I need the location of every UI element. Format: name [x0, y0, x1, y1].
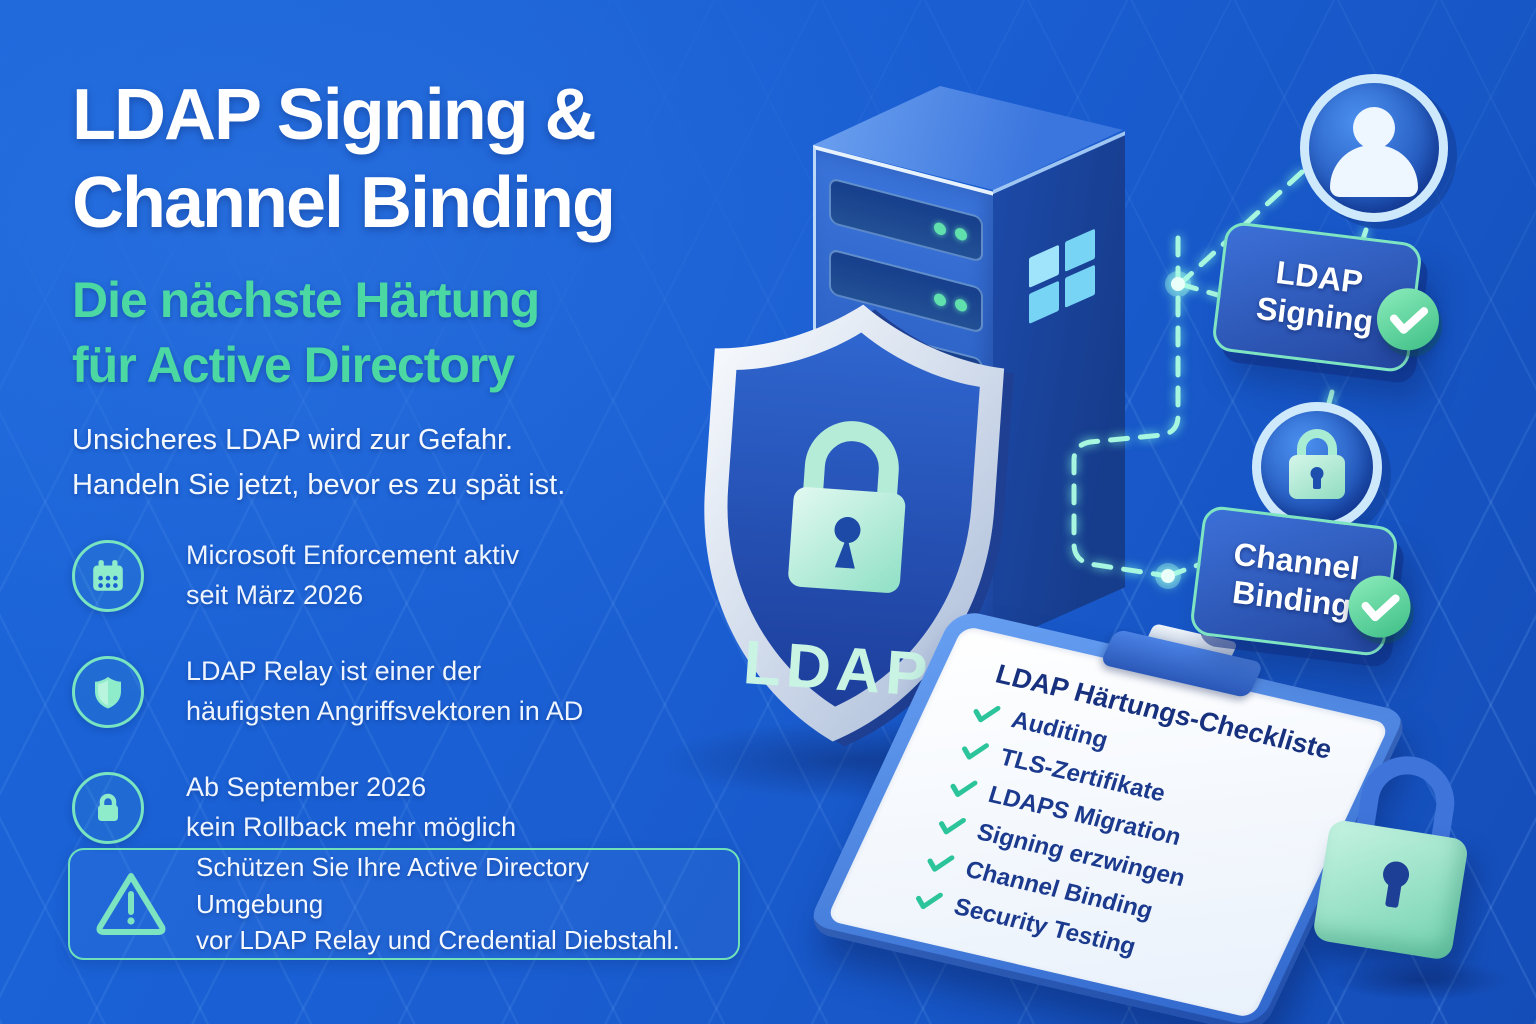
bullet-text: Microsoft Enforcement aktiv seit März 20…	[186, 536, 519, 616]
checkmark-icon	[1344, 572, 1415, 642]
checklist-item: Channel Binding	[923, 847, 1296, 958]
page-title: LDAP Signing & Channel Binding	[72, 72, 616, 248]
key-facts-list: Microsoft Enforcement aktiv seit März 20…	[72, 536, 583, 884]
lock-icon	[1297, 429, 1337, 461]
checklist-item: Security Testing	[911, 884, 1284, 995]
padlock-icon	[1311, 745, 1490, 966]
bullet-line: kein Rollback mehr möglich	[186, 811, 517, 842]
hardening-checklist-clipboard: LDAP Härtungs-Checkliste Auditing TLS-Ze…	[804, 608, 1412, 1024]
bullet-text: Ab September 2026 kein Rollback mehr mög…	[186, 768, 516, 848]
title-line-1: LDAP Signing &	[72, 75, 597, 155]
checklist-item: TLS-Zertifikate	[958, 735, 1331, 846]
shield-label: LDAP	[741, 628, 934, 710]
user-avatar	[1300, 74, 1448, 222]
badge-label: LDAP Signing	[1254, 252, 1380, 341]
page-subtitle: Die nächste Härtung für Active Directory	[72, 268, 540, 398]
intro-line-1: Unsicheres LDAP wird zur Gefahr.	[72, 424, 514, 456]
list-item: Microsoft Enforcement aktiv seit März 20…	[72, 536, 583, 616]
channel-binding-badge: Channel Binding	[1188, 504, 1415, 658]
bullet-line: Microsoft Enforcement aktiv	[186, 540, 520, 570]
glow-node	[1155, 271, 1191, 589]
avatar-head	[1353, 107, 1395, 149]
warning-text: Schützen Sie Ihre Active Directory Umgeb…	[196, 849, 718, 960]
lock-icon	[72, 771, 144, 844]
server-drive-bay	[829, 177, 983, 263]
padlock-floor-shadow	[1330, 960, 1510, 1000]
check-icon	[962, 743, 989, 760]
badge-label: Channel Binding	[1227, 536, 1362, 626]
subtitle-line-2: für Active Directory	[72, 337, 515, 393]
warning-callout: Schützen Sie Ihre Active Directory Umgeb…	[68, 848, 740, 960]
windows-logo-icon	[1029, 228, 1095, 324]
bullet-line: Ab September 2026	[186, 771, 427, 802]
check-icon	[950, 780, 978, 797]
intro-line-2: Handeln Sie jetzt, bevor es zu spät ist.	[72, 468, 566, 501]
lock-keyhole	[1310, 467, 1324, 480]
bullet-line: seit März 2026	[186, 579, 364, 610]
check-icon	[927, 855, 955, 872]
shield-icon	[72, 655, 144, 728]
intro-text: Unsicheres LDAP wird zur Gefahr. Handeln…	[72, 418, 565, 508]
lock-node	[1252, 402, 1382, 532]
ldap-signing-badge: LDAP Signing	[1210, 220, 1443, 374]
checklist-item: Auditing	[969, 697, 1342, 808]
title-line-2: Channel Binding	[72, 162, 616, 243]
checkmark-icon	[1373, 284, 1443, 354]
checklist-item: LDAPS Migration	[946, 772, 1319, 883]
warning-triangle-icon	[94, 869, 168, 940]
calendar-icon	[72, 539, 144, 612]
check-icon	[973, 705, 1001, 723]
list-item: LDAP Relay ist einer der häufigsten Angr…	[72, 652, 583, 732]
bullet-line: häufigsten Angriffsvektoren in AD	[186, 695, 584, 726]
warning-line-2: vor LDAP Relay und Credential Diebstahl.	[196, 925, 680, 956]
led-indicator	[955, 226, 967, 242]
check-icon	[938, 817, 966, 835]
avatar-torso	[1330, 145, 1418, 197]
led-indicator	[934, 221, 946, 237]
bullet-text: LDAP Relay ist einer der häufigsten Angr…	[186, 652, 583, 732]
ldap-shield: LDAP	[672, 287, 1023, 786]
subtitle-line-1: Die nächste Härtung	[72, 272, 540, 328]
warning-line-1: Schützen Sie Ihre Active Directory Umgeb…	[196, 851, 590, 919]
list-item: Ab September 2026 kein Rollback mehr mög…	[72, 768, 583, 848]
lock-icon	[788, 421, 906, 593]
bullet-line: LDAP Relay ist einer der	[186, 655, 482, 686]
clipboard-paper: LDAP Härtungs-Checkliste Auditing TLS-Ze…	[825, 625, 1391, 1019]
checklist-item: Signing erzwingen	[934, 810, 1307, 921]
lock-keyhole-stem	[1313, 477, 1321, 489]
check-icon	[915, 892, 943, 910]
